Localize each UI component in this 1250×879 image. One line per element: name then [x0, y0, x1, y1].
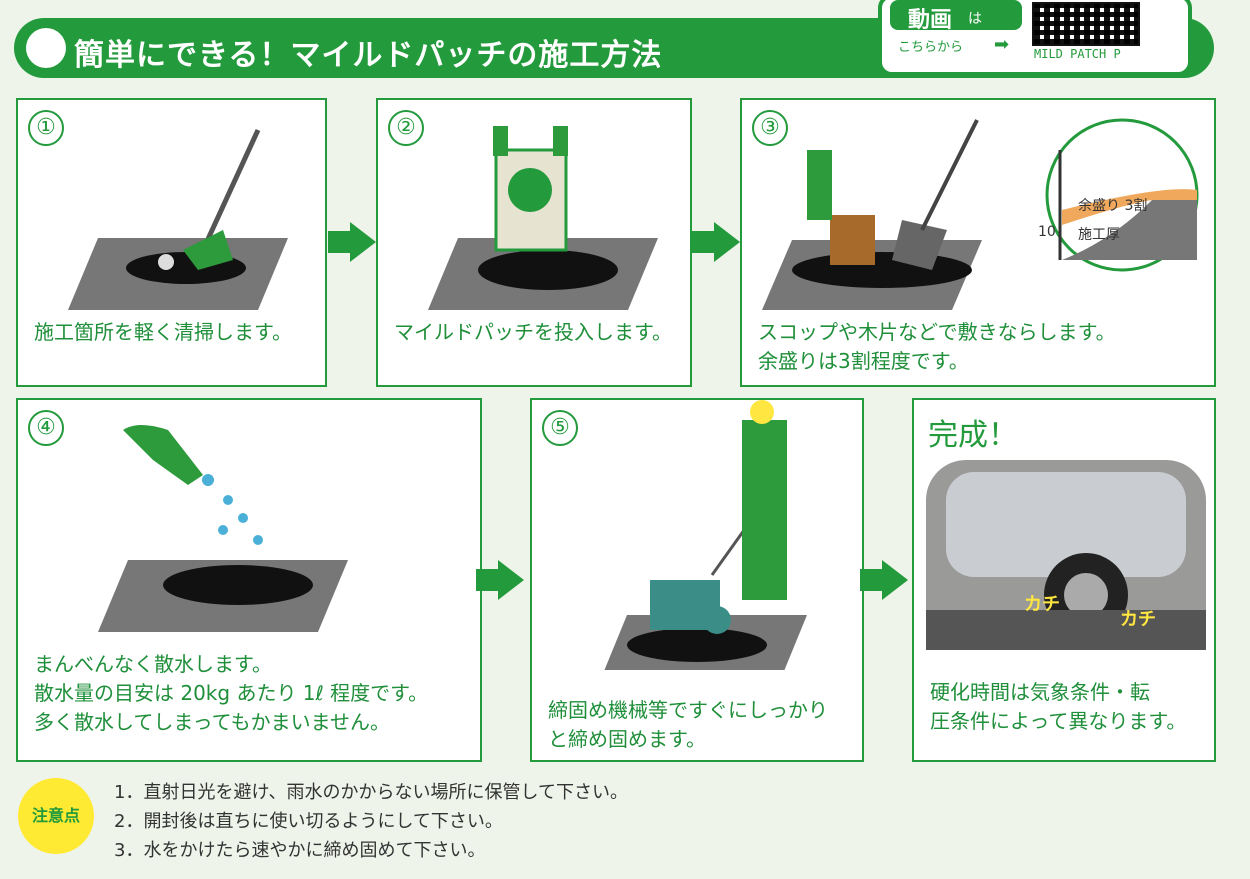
page-title: 簡単にできる！マイルドパッチの施工方法 — [74, 38, 663, 73]
sweeping-illustration — [68, 128, 288, 310]
step-number: ① — [28, 110, 64, 146]
video-link-box[interactable]: 動画 は こちらから ➡ MILD PATCH P — [878, 0, 1192, 76]
watering-illustration — [98, 425, 348, 632]
step-caption-1: まんべんなく散水します。 — [34, 652, 272, 676]
detail-label-surplus: 余盛り 3割 — [1078, 198, 1148, 214]
sfx-left: カチ — [1024, 594, 1060, 615]
step-caption-2: 散水量の目安は 20kg あたり 1ℓ 程度です。 — [34, 681, 429, 705]
step-panel-2: ② マイルドパッチを投入します。 — [376, 98, 692, 387]
step-caption-2: 圧条件によって異なります。 — [930, 709, 1187, 733]
bag-illustration — [428, 126, 658, 310]
video-ha: は — [968, 11, 982, 27]
step-caption-2: 余盛りは3割程度です。 — [758, 349, 969, 373]
step-number: ⑤ — [542, 410, 578, 446]
step-caption: マイルドパッチを投入します。 — [394, 320, 672, 344]
notice-badge: 注意点 — [18, 778, 94, 854]
notice-item: 3．水をかけたら速やかに締め固めて下さい。 — [114, 840, 486, 861]
video-sub: こちらから — [898, 40, 964, 55]
notice-item: 1．直射日光を避け、雨水のかからない場所に保管して下さい。 — [114, 782, 629, 803]
step-caption-1: スコップや木片などで敷きならします。 — [758, 320, 1116, 344]
step-number: ② — [388, 110, 424, 146]
detail-label-ten: 10 — [1038, 224, 1056, 240]
bullet-dot-icon — [26, 28, 66, 68]
notice-item: 2．開封後は直ちに使い切るようにして下さい。 — [114, 811, 503, 832]
qr-caption: MILD PATCH P — [1034, 47, 1121, 61]
notice-list: 1．直射日光を避け、雨水のかからない場所に保管して下さい。 2．開封後は直ちに使… — [114, 778, 628, 865]
step-panel-1: ① 施工箇所を軽く清掃します。 — [16, 98, 327, 387]
step-panel-done: 完成！ カチ カチ 硬化時間は気象条件・転 圧条件によって異なります。 — [912, 398, 1216, 762]
qr-code-icon[interactable] — [1032, 2, 1140, 46]
step-caption-1: 締固め機械等ですぐにしっかり — [548, 698, 828, 722]
compactor-illustration — [604, 400, 807, 670]
step-caption: 施工箇所を軽く清掃します。 — [34, 320, 292, 344]
sfx-right: カチ — [1120, 609, 1156, 630]
car-photo — [926, 460, 1206, 650]
done-title: 完成！ — [928, 418, 1018, 453]
step-caption-3: 多く散水してしまってもかまいません。 — [34, 710, 390, 734]
step-number: ④ — [28, 410, 64, 446]
step-panel-3: ③ 余盛り 3割 施工厚 10 スコップや木片などで敷きならします。 余盛りは3… — [740, 98, 1216, 387]
video-badge: 動画 は — [890, 0, 1022, 33]
step-number: ③ — [752, 110, 788, 146]
step-panel-5: ⑤ 締固め機械等ですぐにしっかり と締め固めます。 — [530, 398, 864, 762]
step-caption-2: と締め固めます。 — [548, 727, 706, 751]
spreading-illustration — [762, 118, 1199, 310]
arrow-right-icon: ➡ — [994, 34, 1010, 55]
step-panel-4: ④ まんべんなく散水します。 散水量の目安は 20kg あたり 1ℓ 程度です。… — [16, 398, 482, 762]
video-title: 動画 — [908, 8, 953, 33]
step-caption-1: 硬化時間は気象条件・転 — [930, 680, 1150, 704]
detail-label-thickness: 施工厚 — [1078, 227, 1120, 243]
